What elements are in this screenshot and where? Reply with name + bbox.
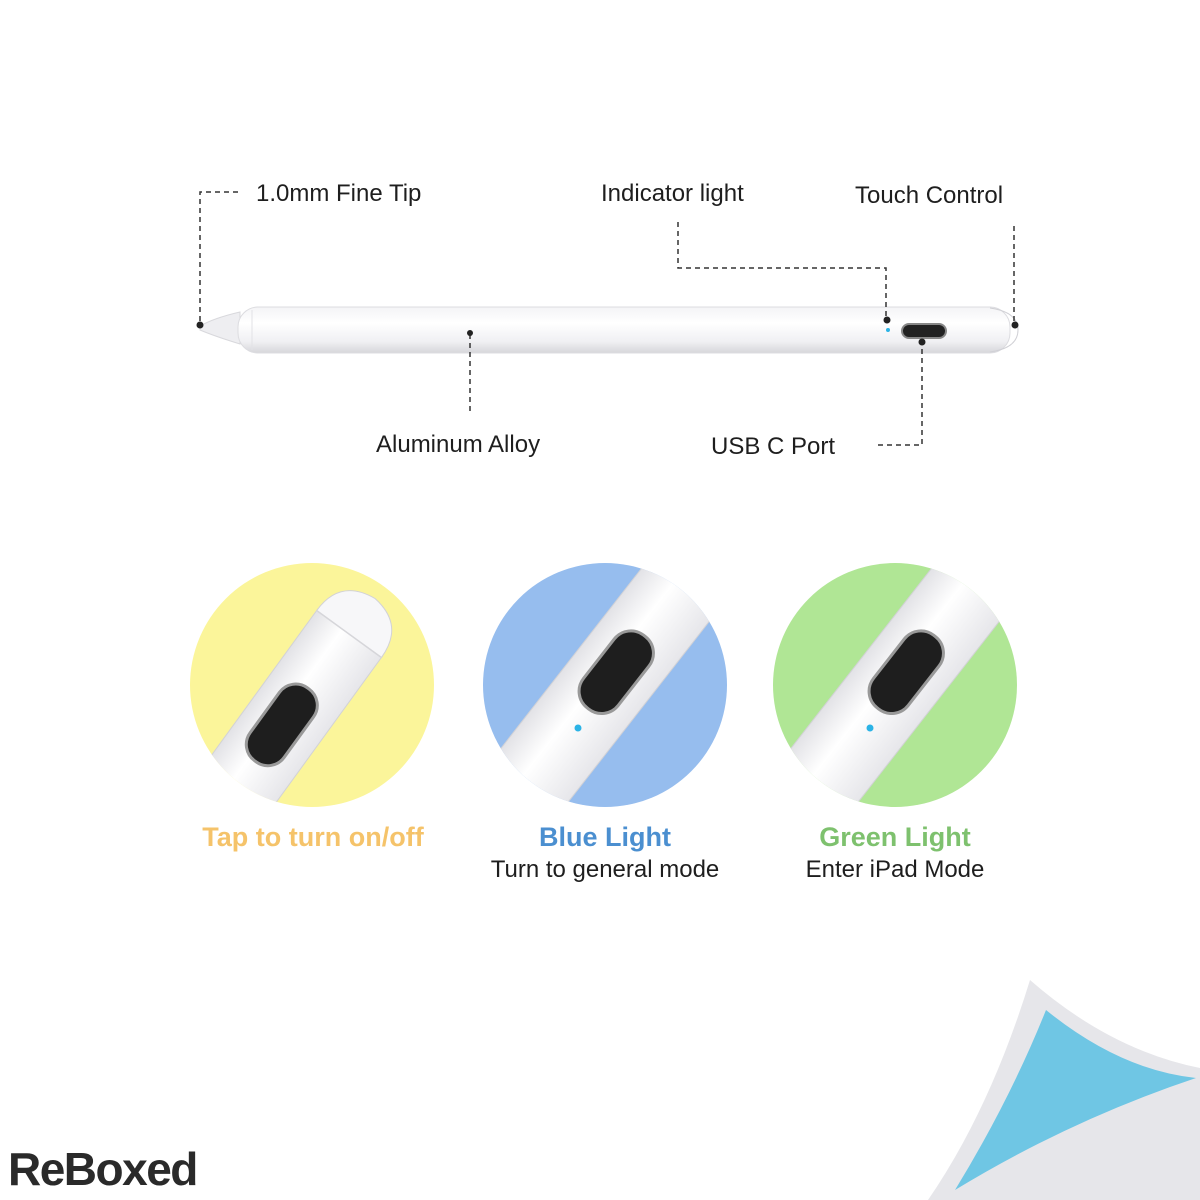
indicator-light-icon	[574, 724, 582, 732]
mode-title-blue: Blue Light	[539, 822, 671, 852]
callout-usb-c-port: USB C Port	[711, 433, 836, 460]
callout-touch-control: Touch Control	[855, 182, 1004, 209]
usb-c-port-icon	[244, 682, 319, 768]
usb-c-port-icon	[867, 629, 945, 716]
usb-c-port-icon	[901, 323, 947, 339]
mode-title-tap: Tap to turn on/off	[202, 822, 424, 852]
callout-lines	[199, 191, 1015, 446]
indicator-light-icon	[886, 328, 890, 332]
brand-logo: ReBoxed	[8, 1143, 198, 1195]
mode-circle-blue	[483, 563, 727, 807]
page-curl-corner	[928, 980, 1200, 1200]
indicator-light-icon	[866, 724, 874, 732]
callout-fine-tip: 1.0mm Fine Tip	[256, 180, 422, 207]
usb-c-port-icon	[577, 629, 655, 716]
callout-aluminum-alloy: Aluminum Alloy	[376, 431, 541, 458]
mode-title-green: Green Light	[819, 822, 971, 852]
stylus-pen	[199, 306, 1019, 354]
mode-circle-green	[773, 563, 1017, 807]
mode-circle-tap	[190, 563, 434, 807]
callout-indicator-light: Indicator light	[601, 180, 744, 207]
callout-dots	[196, 316, 1019, 346]
mode-subtitle-green: Enter iPad Mode	[805, 856, 985, 883]
mode-subtitle-blue: Turn to general mode	[490, 856, 720, 883]
